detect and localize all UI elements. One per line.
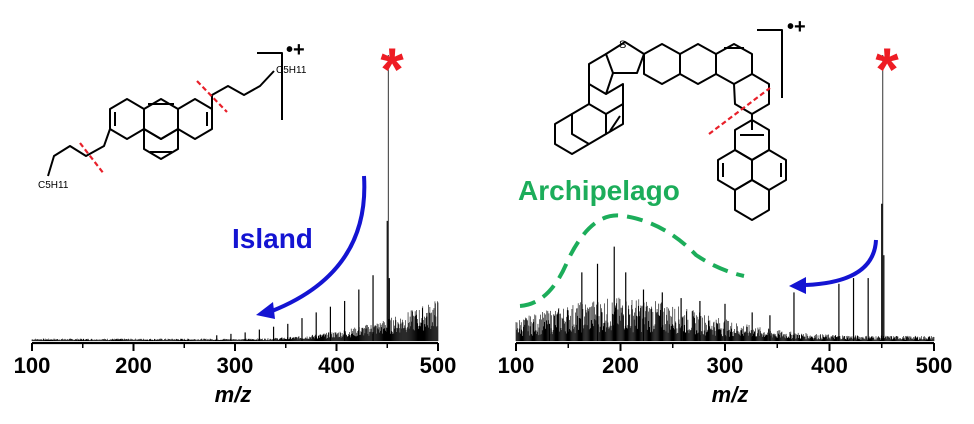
tick-label: 100 (498, 353, 535, 378)
tick-label: 200 (115, 353, 152, 378)
archipelago-cleavage-mark (708, 87, 771, 135)
archipelago-arrowhead (789, 277, 806, 294)
island-arrowhead (256, 302, 275, 319)
left-spectrum-panel: 100 200 300 400 500 m/z * C5H11 C5H11 •+ (14, 36, 457, 407)
left-xlabel: m/z (215, 382, 252, 407)
right-ticks: 100 200 300 400 500 (498, 343, 953, 378)
left-peaks (216, 55, 390, 341)
island-label: Island (232, 223, 313, 254)
island-substituent-label: C5H11 (276, 65, 307, 76)
archipelago-molecule (554, 29, 787, 221)
right-spectrum-panel: 100 200 300 400 500 m/z * (498, 16, 953, 407)
archipelago-arrow (805, 239, 878, 287)
tick-label: 400 (318, 353, 355, 378)
archipelago-radical-cation: •+ (787, 16, 806, 38)
right-peaks (548, 55, 885, 341)
tick-label: 300 (707, 353, 744, 378)
tick-label: 500 (916, 353, 953, 378)
island-cleavage-marks (79, 80, 228, 175)
island-molecule (47, 52, 283, 177)
left-parent-star: * (380, 36, 404, 103)
tick-label: 300 (217, 353, 254, 378)
right-xlabel: m/z (712, 382, 749, 407)
right-parent-star: * (875, 36, 899, 103)
left-ticks: 100 200 300 400 500 (14, 343, 457, 378)
archipelago-sulfur-label: S (619, 39, 626, 51)
tick-label: 200 (602, 353, 639, 378)
island-substituent-label: C5H11 (38, 180, 69, 191)
archipelago-label: Archipelago (518, 175, 680, 206)
island-arrow (271, 175, 367, 313)
tick-label: 500 (420, 353, 457, 378)
left-noise-floor (31, 301, 439, 341)
island-radical-cation: •+ (286, 39, 305, 61)
archipelago-envelope (519, 213, 745, 308)
tick-label: 100 (14, 353, 51, 378)
tick-label: 400 (811, 353, 848, 378)
